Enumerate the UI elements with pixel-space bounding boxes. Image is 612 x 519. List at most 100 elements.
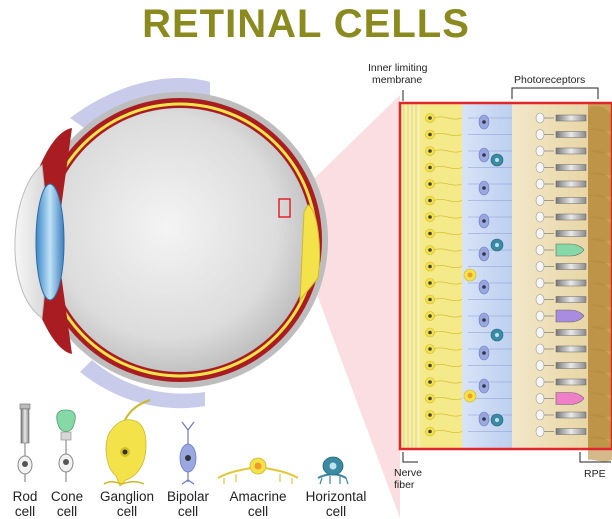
photoreceptor-body bbox=[535, 277, 545, 289]
horizontal-nucleus bbox=[495, 158, 499, 162]
photoreceptor-body bbox=[535, 409, 545, 421]
rod-outer-segment bbox=[555, 296, 587, 303]
ganglion-nucleus bbox=[428, 281, 432, 285]
ganglion-dendrite bbox=[433, 413, 463, 417]
bipolar-nucleus bbox=[482, 285, 486, 289]
ganglion-nucleus bbox=[428, 330, 432, 335]
ganglion-dendrite bbox=[433, 380, 463, 384]
amacrine-nucleus bbox=[467, 272, 473, 278]
photoreceptor-body bbox=[535, 360, 545, 371]
eye-muscle-bottom bbox=[80, 360, 205, 409]
inner-limiting-membrane-label: Inner limiting membrane bbox=[368, 62, 428, 86]
rod-outer-segment bbox=[555, 428, 587, 435]
bipolar-nucleus bbox=[482, 186, 486, 190]
rod-outer-segment bbox=[555, 114, 587, 122]
rpe-cell bbox=[588, 348, 612, 374]
rpe-cell bbox=[588, 326, 612, 352]
cone-outer-segment bbox=[555, 309, 585, 323]
rpe-label: RPE bbox=[584, 468, 606, 480]
rod-outer-segment bbox=[555, 362, 587, 369]
ganglion-nucleus bbox=[428, 380, 432, 384]
rpe-cell bbox=[588, 216, 612, 242]
rod-outer-segment bbox=[555, 411, 587, 419]
photoreceptor-body bbox=[535, 211, 545, 223]
rod-outer-segment bbox=[555, 197, 587, 204]
ganglion-dendrite bbox=[433, 215, 463, 219]
photoreceptor-body bbox=[535, 244, 545, 256]
photoreceptor-body bbox=[535, 145, 545, 157]
ganglion-nucleus bbox=[428, 198, 432, 203]
photoreceptor-body bbox=[535, 393, 545, 404]
rod-outer-segment bbox=[555, 263, 587, 270]
bipolar-nucleus bbox=[482, 384, 486, 388]
amacrine-nucleus bbox=[467, 393, 473, 399]
horizontal-nucleus bbox=[495, 243, 499, 247]
bipolar-nucleus bbox=[482, 417, 486, 421]
legend-icons bbox=[17, 399, 349, 487]
rod-outer-segment bbox=[555, 279, 587, 287]
photoreceptor-body bbox=[535, 129, 545, 140]
photoreceptor-layer bbox=[512, 103, 588, 449]
rod-outer-segment bbox=[555, 345, 587, 353]
lens bbox=[35, 183, 65, 301]
ganglion-dendrite bbox=[433, 314, 463, 318]
nerve-fiber-label: Nerve fiber bbox=[394, 467, 423, 491]
rpe-cell bbox=[588, 150, 612, 176]
photoreceptor-body bbox=[535, 178, 545, 190]
rod-cell-icon bbox=[17, 403, 33, 482]
ganglion-dendrite bbox=[433, 116, 463, 120]
bipolar-nucleus bbox=[482, 153, 486, 157]
rod-outer-segment bbox=[555, 180, 587, 188]
photoreceptor-body bbox=[535, 310, 545, 322]
ganglion-dendrite bbox=[433, 231, 463, 236]
ganglion-nucleus bbox=[428, 182, 432, 186]
ganglion-nucleus bbox=[428, 347, 432, 351]
rod-outer-segment bbox=[555, 329, 587, 336]
photoreceptor-body bbox=[535, 162, 545, 173]
ganglion-nucleus bbox=[428, 116, 432, 120]
cone-outer-segment bbox=[555, 243, 585, 257]
ganglion-nucleus bbox=[428, 132, 432, 137]
bipolar-nucleus bbox=[482, 120, 486, 124]
amacrine-cell-icon bbox=[217, 457, 299, 484]
ganglion-dendrite bbox=[433, 429, 463, 434]
ganglion-nucleus bbox=[428, 149, 432, 153]
ganglion-nucleus bbox=[428, 215, 432, 219]
rpe-cell bbox=[588, 392, 612, 418]
ganglion-dendrite bbox=[433, 330, 463, 335]
ganglion-dendrite bbox=[433, 182, 463, 186]
ganglion-dendrite bbox=[433, 297, 463, 302]
page-title: RETINAL CELLS bbox=[142, 2, 470, 46]
cone-cell-icon bbox=[56, 409, 76, 482]
horizontal-nucleus bbox=[495, 333, 499, 337]
rod-outer-segment bbox=[555, 378, 587, 386]
ganglion-nucleus bbox=[428, 231, 432, 236]
bipolar-nucleus bbox=[482, 318, 486, 322]
nerve-fiber-layer bbox=[400, 103, 420, 449]
ganglion-nucleus bbox=[428, 297, 432, 302]
horizontal-cell-icon bbox=[317, 456, 349, 485]
ganglion-nucleus bbox=[428, 363, 432, 368]
rpe-cell bbox=[588, 172, 612, 198]
ganglion-cell-icon bbox=[103, 399, 151, 487]
photoreceptor-body bbox=[535, 294, 545, 305]
retina-section bbox=[398, 101, 612, 462]
photoreceptor-body bbox=[535, 195, 545, 206]
label-brackets bbox=[402, 87, 611, 463]
rod-outer-segment bbox=[555, 147, 587, 155]
ganglion-dendrite bbox=[433, 347, 463, 351]
ganglion-layer bbox=[420, 103, 462, 449]
photoreceptor-body bbox=[535, 261, 545, 272]
photoreceptor-body bbox=[535, 228, 545, 239]
photoreceptor-body bbox=[535, 327, 545, 338]
rpe-cell bbox=[588, 304, 612, 330]
rod-outer-segment bbox=[555, 164, 587, 171]
rod-outer-segment bbox=[555, 230, 587, 237]
ganglion-nucleus bbox=[428, 165, 432, 170]
ganglion-dendrite bbox=[433, 363, 463, 368]
